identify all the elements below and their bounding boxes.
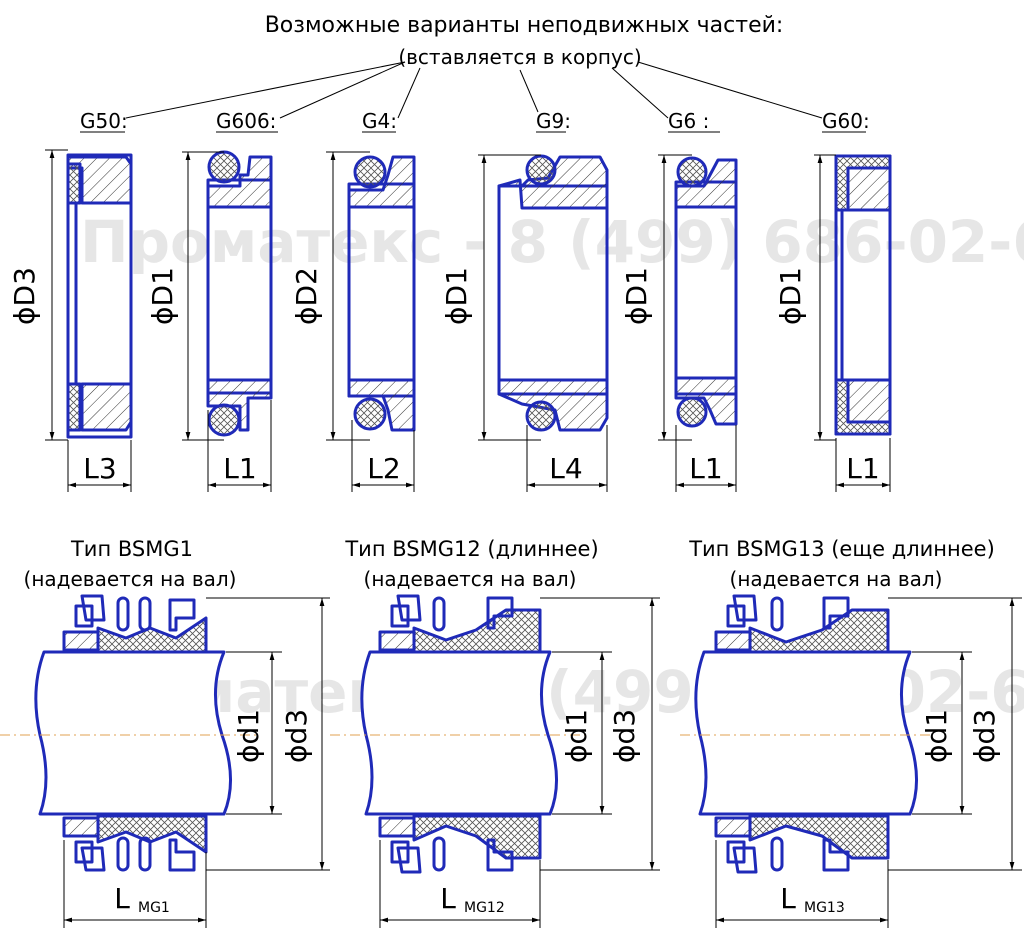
part-label-g4: G4: <box>362 109 397 133</box>
part-label-g50: G50: <box>80 109 128 133</box>
dim-bsmg1-length: L <box>114 882 130 915</box>
part-g606: ϕD1 L1 <box>146 150 273 492</box>
seal-bsmg13-note: (надевается на вал) <box>730 567 943 591</box>
part-label-g60: G60: <box>822 109 870 133</box>
part-label-g6: G6 : <box>668 109 709 133</box>
seal-bsmg1: Тип BSMG1 (надевается на вал) ϕd1 ϕd3 L … <box>0 537 330 928</box>
page-title: Возможные варианты неподвижных частей: <box>265 13 784 38</box>
dim-bsmg13-length-sub: MG13 <box>804 900 845 916</box>
dim-bsmg12-length: L <box>440 882 456 915</box>
dim-bsmg12-outer: ϕd3 <box>608 709 641 763</box>
dim-g606-diameter: ϕD1 <box>146 267 179 325</box>
dim-bsmg13-length: L <box>780 882 796 915</box>
dim-g60-diameter: ϕD1 <box>774 267 807 325</box>
dim-bsmg1-outer: ϕd3 <box>280 709 313 763</box>
part-label-g606: G606: <box>216 109 276 133</box>
dim-g9-length: L4 <box>549 452 582 485</box>
dim-g6-length: L1 <box>689 452 722 485</box>
seal-bsmg12: Тип BSMG12 (длиннее) (надевается на вал)… <box>330 537 660 928</box>
dim-bsmg13-inner: ϕd1 <box>920 709 953 763</box>
dim-bsmg1-length-sub: MG1 <box>138 900 170 916</box>
seal-bsmg1-note: (надевается на вал) <box>24 567 237 591</box>
part-g9: ϕD1 L4 <box>440 154 609 492</box>
seal-bsmg1-title: Тип BSMG1 <box>70 537 193 561</box>
page-subtitle: (вставляется в корпус) <box>398 45 641 69</box>
seal-bsmg12-note: (надевается на вал) <box>364 567 577 591</box>
dim-g60-length: L1 <box>846 452 879 485</box>
part-g6: ϕD1 L1 <box>620 154 738 492</box>
part-g4: ϕD2 L2 <box>290 151 416 492</box>
seal-bsmg12-title: Тип BSMG12 (длиннее) <box>344 537 598 561</box>
watermark-top: Проматекс - 8 (499) 686-02-60 <box>80 208 1024 276</box>
label-leaders <box>125 61 823 119</box>
seal-bsmg13: Тип BSMG13 (еще длиннее) (надевается на … <box>680 537 1022 928</box>
dim-bsmg1-inner: ϕd1 <box>232 709 265 763</box>
dim-g4-diameter: ϕD2 <box>290 267 323 325</box>
dim-g9-diameter: ϕD1 <box>440 267 473 325</box>
dim-bsmg12-inner: ϕd1 <box>560 709 593 763</box>
part-labels: G50: G606: G4: G9: G6 : G60: <box>80 109 870 133</box>
dim-g6-diameter: ϕD1 <box>620 267 653 325</box>
part-label-g9: G9: <box>536 109 571 133</box>
dim-g50-length: L3 <box>83 452 116 485</box>
part-g60: ϕD1 L1 <box>774 154 892 492</box>
dim-bsmg12-length-sub: MG12 <box>464 900 505 916</box>
dim-g606-length: L1 <box>223 452 256 485</box>
dim-bsmg13-outer: ϕd3 <box>968 709 1001 763</box>
seal-bsmg13-title: Тип BSMG13 (еще длиннее) <box>688 537 995 561</box>
part-g50: ϕD3 L3 <box>8 149 133 492</box>
dim-g50-diameter: ϕD3 <box>8 267 41 325</box>
dim-g4-length: L2 <box>367 452 400 485</box>
